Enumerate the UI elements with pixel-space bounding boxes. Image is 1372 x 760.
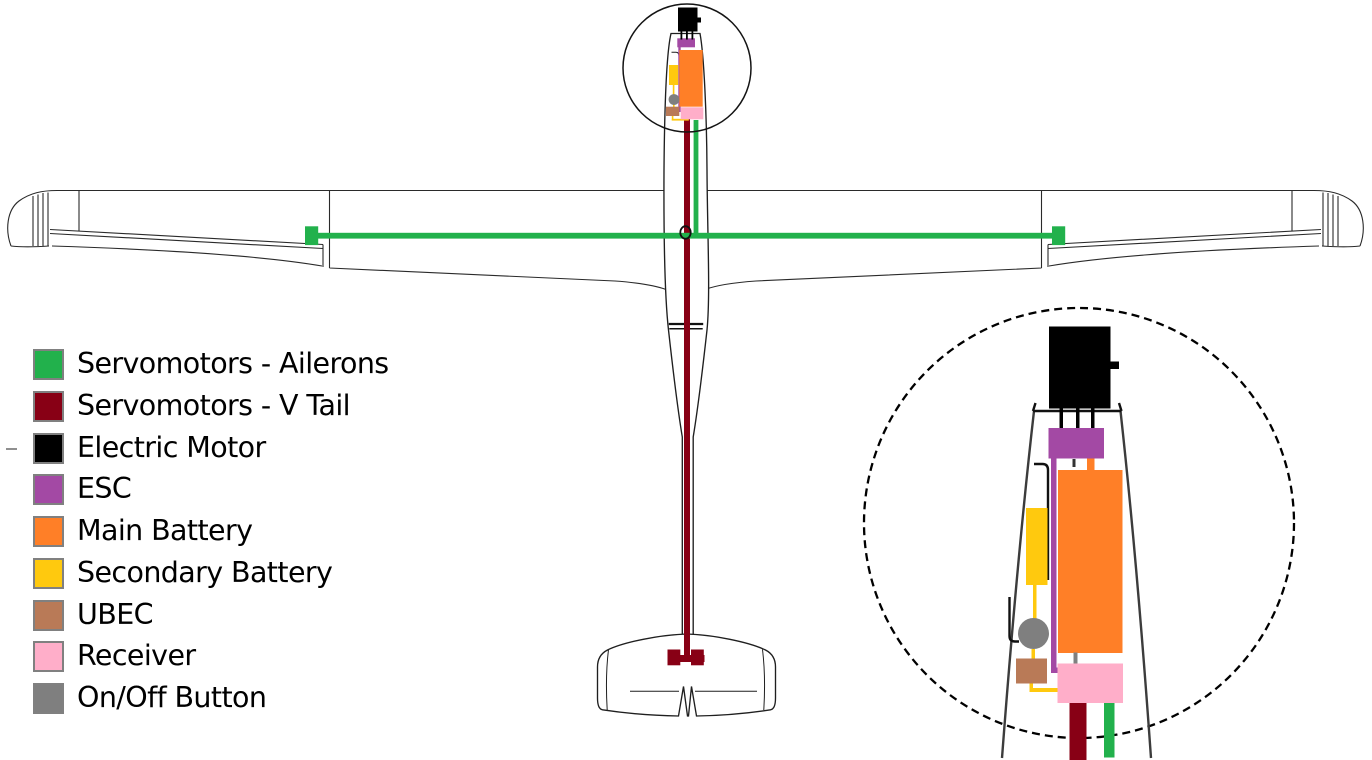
receiver-shape <box>1057 663 1123 703</box>
aileron-wire-horizontal <box>311 232 1058 239</box>
electric-motor-shape-small <box>678 7 698 32</box>
motor-wire-small-1 <box>680 31 683 40</box>
button-wire-small <box>673 104 675 108</box>
motor-wire-2 <box>1076 408 1080 430</box>
button-ubec-wire <box>1031 649 1035 659</box>
vtail-servo-right <box>691 649 704 666</box>
legend-label: On/Off Button <box>77 681 267 715</box>
elevator-hinge-lines <box>605 649 766 711</box>
legend-label: Main Battery <box>77 514 253 548</box>
inset-fuselage-left-wall <box>1000 410 1036 759</box>
esc-shape <box>1048 428 1104 459</box>
legend-label: Secondary Battery <box>77 556 333 590</box>
inset-aileron-wire <box>1104 703 1115 758</box>
legend-label: ESC <box>77 472 132 506</box>
receiver-shape-small <box>680 107 704 120</box>
nose-detail-inset <box>862 306 1296 760</box>
vtail-servo-wire <box>684 119 690 662</box>
ubec-wire-small-h <box>671 118 689 121</box>
esc-receiver-wire <box>1051 458 1057 673</box>
onoff-button-shape <box>1018 618 1049 649</box>
motor-wire-small-2 <box>686 31 688 40</box>
inset-annotation-circle <box>862 306 1296 740</box>
legend-item-ubec: UBEC <box>33 598 154 632</box>
ubec-receiver-wire-h <box>1029 688 1061 692</box>
motor-wire-3 <box>1091 408 1095 430</box>
inset-fuselage-right-wall <box>1119 410 1153 759</box>
secondary-battery-shape <box>1026 508 1048 585</box>
secondary-battery-wire <box>1033 585 1037 619</box>
legend-label: Electric Motor <box>77 431 266 465</box>
nose-components-main <box>666 7 704 121</box>
electric-motor-shape <box>1049 326 1111 409</box>
main-battery-shape-small <box>679 50 703 107</box>
legend-item-secondary-battery: Secondary Battery <box>33 556 333 590</box>
main-battery-shape <box>1058 470 1123 653</box>
pink-swatch-icon <box>33 641 64 672</box>
legend-label: Servomotors - V Tail <box>77 389 351 423</box>
aileron-servos <box>305 226 1066 246</box>
v-tail <box>596 633 777 717</box>
motor-wire-1 <box>1059 408 1063 430</box>
gold-swatch-icon <box>33 558 64 589</box>
inset-compartment-line <box>1034 462 1050 580</box>
v-tail-outline <box>596 633 777 717</box>
legend-item-main-battery: Main Battery <box>33 514 253 548</box>
aileron-servo-left <box>305 226 319 246</box>
vtail-servos <box>667 649 705 666</box>
legend-item-servomotors-vtail: Servomotors - V Tail <box>33 389 351 423</box>
dark-red-swatch-icon <box>33 391 64 422</box>
secondary-battery-shape-small <box>669 65 679 85</box>
legend-item-esc: ESC <box>33 472 132 506</box>
legend-item-receiver: Receiver <box>33 641 196 672</box>
esc-shape-small <box>677 38 695 48</box>
gray-swatch-icon <box>33 683 64 714</box>
motor-tab <box>1110 361 1119 369</box>
legend-label: UBEC <box>77 598 154 632</box>
wiring-main-view <box>311 119 1058 662</box>
ubec-wire-small-v <box>671 115 674 121</box>
ubec-shape-small <box>666 106 680 116</box>
ubec-shape <box>1016 658 1047 684</box>
brown-swatch-icon <box>33 600 64 631</box>
inset-vtail-wire <box>1069 703 1087 760</box>
black-swatch-icon <box>33 433 64 464</box>
cg-mark <box>679 225 692 240</box>
secondary-battery-wire-small <box>672 85 675 95</box>
ubec-receiver-wire-v <box>1029 683 1033 692</box>
motor-wire-small-3 <box>691 31 694 40</box>
legend-item-electric-motor: Electric Motor <box>33 433 266 464</box>
esc-battery-tick <box>1072 459 1076 467</box>
legend-item-onoff-button: On/Off Button <box>33 681 267 715</box>
legend-item-servomotors-ailerons: Servomotors - Ailerons <box>33 349 389 380</box>
purple-swatch-icon <box>33 474 64 505</box>
legend-label: Receiver <box>77 639 196 673</box>
battery-connector <box>1087 458 1095 470</box>
motor-tab-small <box>697 17 701 23</box>
inset-button-bracket-line <box>1008 597 1019 643</box>
nose-annotation-circle <box>622 3 752 133</box>
onoff-button-shape-small <box>668 94 680 105</box>
legend-label: Servomotors - Ailerons <box>77 347 389 381</box>
battery-receiver-tick <box>1073 652 1078 664</box>
aileron-servo-right <box>1052 226 1066 246</box>
aileron-wire-vertical <box>693 120 699 237</box>
left-margin-dash <box>6 448 17 451</box>
vtail-servo-bar <box>667 655 705 662</box>
green-swatch-icon <box>33 349 64 380</box>
vtail-servo-left <box>667 649 681 666</box>
orange-swatch-icon <box>33 516 64 547</box>
